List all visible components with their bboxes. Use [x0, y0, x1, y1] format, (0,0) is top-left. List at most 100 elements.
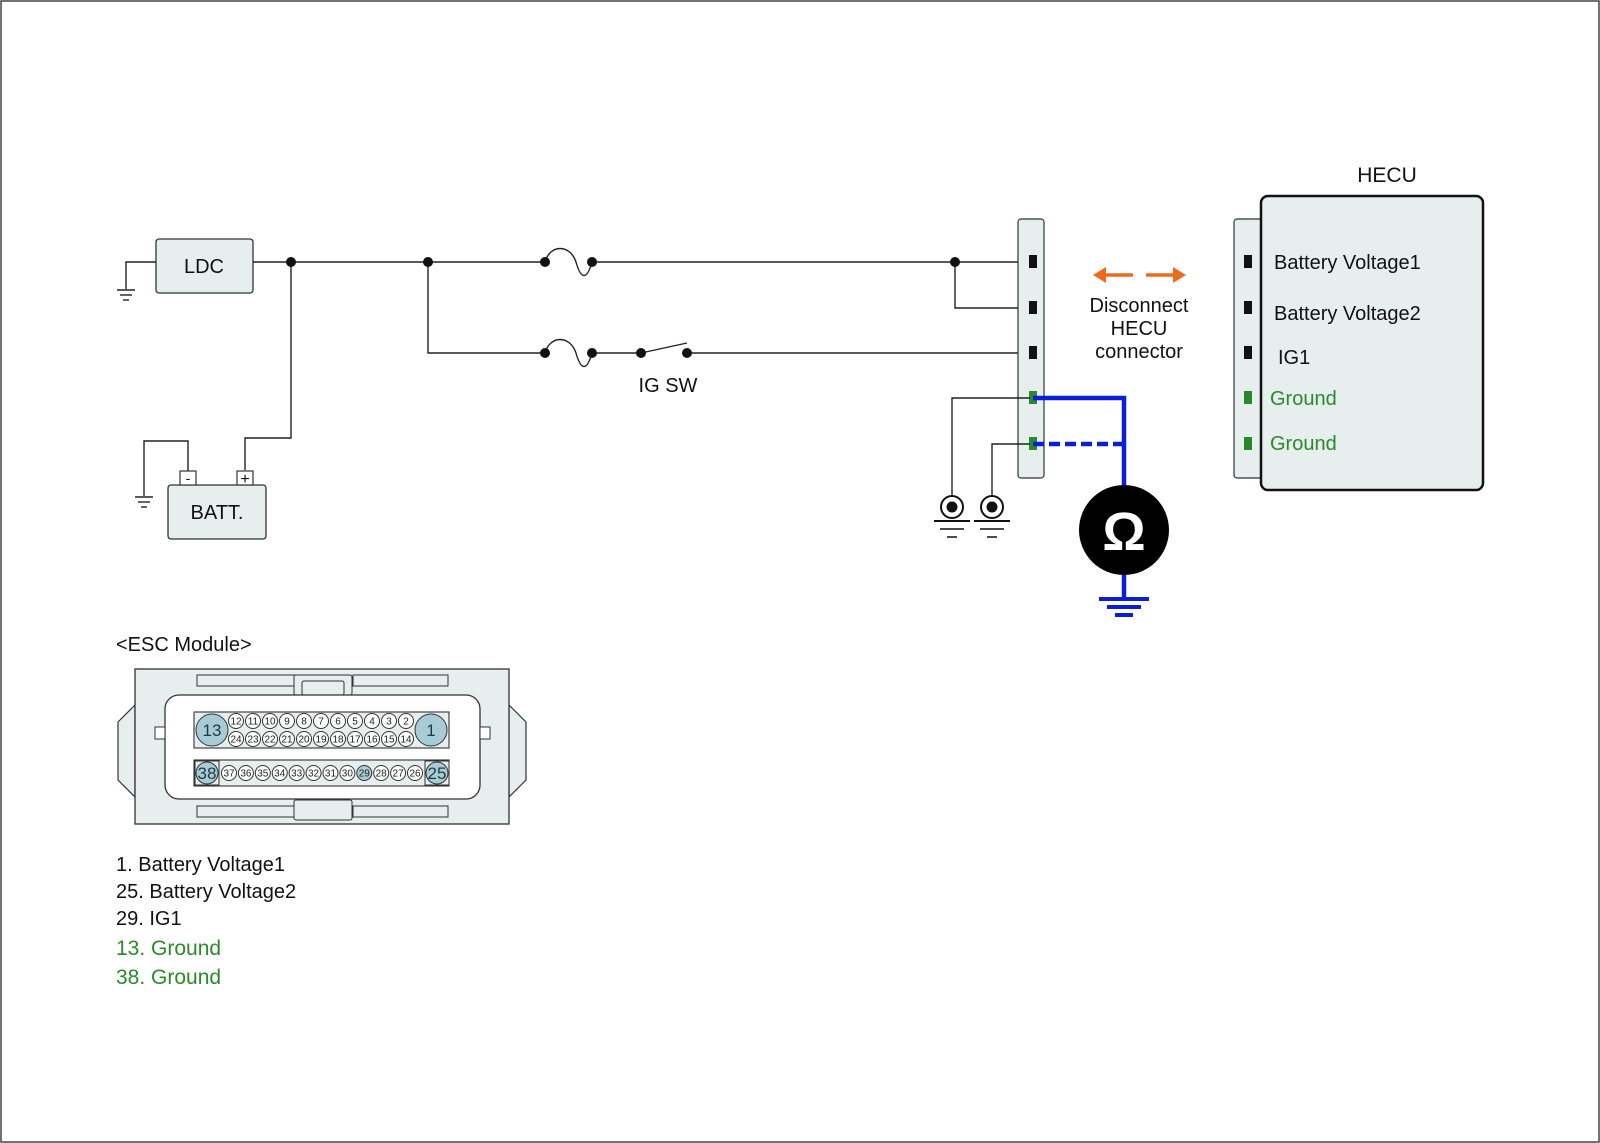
esc-pin	[339, 765, 356, 781]
esc-pin-number: 33	[291, 769, 303, 780]
esc-pin	[347, 713, 363, 729]
esc-pin	[381, 731, 397, 747]
esc-pin	[364, 713, 380, 729]
esc-pin-number: 24	[230, 735, 242, 746]
esc-pin-number: 10	[264, 717, 276, 728]
esc-pin	[262, 713, 278, 729]
esc-pin	[237, 765, 254, 781]
esc-pin	[296, 713, 312, 729]
esc-pin	[305, 765, 322, 781]
esc-pin-number: 2	[403, 717, 409, 728]
esc-pin-large	[195, 713, 229, 747]
esc-pin-number: 31	[325, 769, 337, 780]
esc-pin-large	[195, 761, 219, 785]
esc-pin-number: 26	[409, 769, 421, 780]
esc-pin-number: 36	[240, 769, 252, 780]
esc-pin	[373, 765, 390, 781]
body-ground-symbols	[934, 495, 1010, 538]
esc-pin-number: 32	[308, 769, 320, 780]
hecu-title: HECU	[1357, 164, 1417, 187]
esc-pin-number: 23	[247, 735, 259, 746]
esc-pin-number: 18	[332, 735, 344, 746]
esc-pin-number: 38	[198, 764, 217, 783]
esc-pin	[245, 731, 261, 747]
esc-pin	[313, 731, 329, 747]
junction-dots	[286, 257, 960, 358]
esc-pin-large	[425, 761, 449, 785]
hecu-module: HECU Battery Voltage1 Battery Voltage2 I…	[1233, 164, 1485, 492]
esc-pin	[221, 765, 237, 781]
ldc-label: LDC	[184, 256, 224, 278]
esc-pin	[356, 765, 373, 781]
esc-pin-number: 8	[301, 717, 307, 728]
esc-pin-number: 19	[315, 735, 327, 746]
legend-item: 13. Ground	[116, 937, 221, 960]
svg-text:Disconnect: Disconnect	[1090, 295, 1189, 317]
esc-pin-number: 34	[274, 769, 286, 780]
disconnect-instruction: Disconnect HECU connector	[1090, 295, 1189, 363]
esc-pin	[381, 713, 397, 729]
svg-text:HECU: HECU	[1111, 318, 1168, 340]
ldc-ground-symbol	[117, 261, 156, 301]
svg-text:connector: connector	[1095, 341, 1183, 363]
esc-pin	[271, 765, 288, 781]
esc-pin-number: 7	[318, 717, 324, 728]
esc-pin	[279, 713, 295, 729]
battery-minus: -	[186, 470, 191, 486]
fuse-2	[544, 338, 593, 368]
esc-module-title: <ESC Module>	[116, 634, 252, 656]
esc-pin-number: 13	[203, 721, 222, 740]
esc-pin	[279, 731, 295, 747]
esc-pin	[262, 731, 278, 747]
hecu-pin-label: Ground	[1270, 433, 1337, 455]
esc-pin-number: 1	[426, 721, 435, 740]
esc-pin-number: 35	[257, 769, 269, 780]
ig-switch	[640, 342, 688, 354]
esc-pin-number: 20	[298, 735, 310, 746]
hecu-pin-label: Ground	[1270, 388, 1337, 410]
battery-label: BATT.	[191, 502, 244, 524]
pin-legend: 1. Battery Voltage1 25. Battery Voltage2…	[116, 854, 296, 989]
legend-item: 29. IG1	[116, 908, 182, 930]
esc-pin	[228, 731, 244, 747]
esc-pin-number: 6	[335, 717, 341, 728]
hecu-pin-label: IG1	[1278, 347, 1310, 369]
esc-pin-number: 37	[223, 769, 235, 780]
esc-pin	[228, 713, 244, 729]
esc-pin	[296, 731, 312, 747]
esc-pin	[322, 765, 339, 781]
esc-pin-number: 29	[359, 769, 371, 780]
esc-pin	[254, 765, 271, 781]
esc-pin	[245, 713, 261, 729]
ohm-symbol: Ω	[1102, 502, 1145, 562]
ldc-component: LDC	[155, 238, 254, 294]
esc-pin-number: 5	[352, 717, 358, 728]
battery-ground-symbol	[135, 440, 189, 508]
esc-pin-number: 16	[366, 735, 378, 746]
esc-pin-number: 27	[393, 769, 405, 780]
esc-pin	[407, 765, 423, 781]
esc-pin	[390, 765, 407, 781]
esc-pin	[330, 731, 346, 747]
esc-pin-number: 21	[281, 735, 293, 746]
esc-pin	[347, 731, 363, 747]
esc-pin-number: 11	[248, 717, 259, 728]
hecu-pin-label: Battery Voltage2	[1274, 303, 1421, 325]
legend-item: 38. Ground	[116, 966, 221, 989]
battery-plus: +	[240, 471, 249, 488]
esc-pin	[288, 765, 305, 781]
legend-item: 25. Battery Voltage2	[116, 881, 296, 903]
esc-pin-number: 25	[428, 764, 447, 783]
esc-pin-number: 4	[369, 717, 375, 728]
esc-pin-number: 17	[349, 735, 361, 746]
esc-pin-number: 22	[264, 735, 276, 746]
ohmmeter-icon: Ω	[1079, 485, 1169, 575]
esc-pin-number: 30	[342, 769, 354, 780]
esc-pin	[398, 713, 414, 729]
ig-switch-label: IG SW	[639, 375, 698, 397]
esc-pin	[364, 731, 380, 747]
